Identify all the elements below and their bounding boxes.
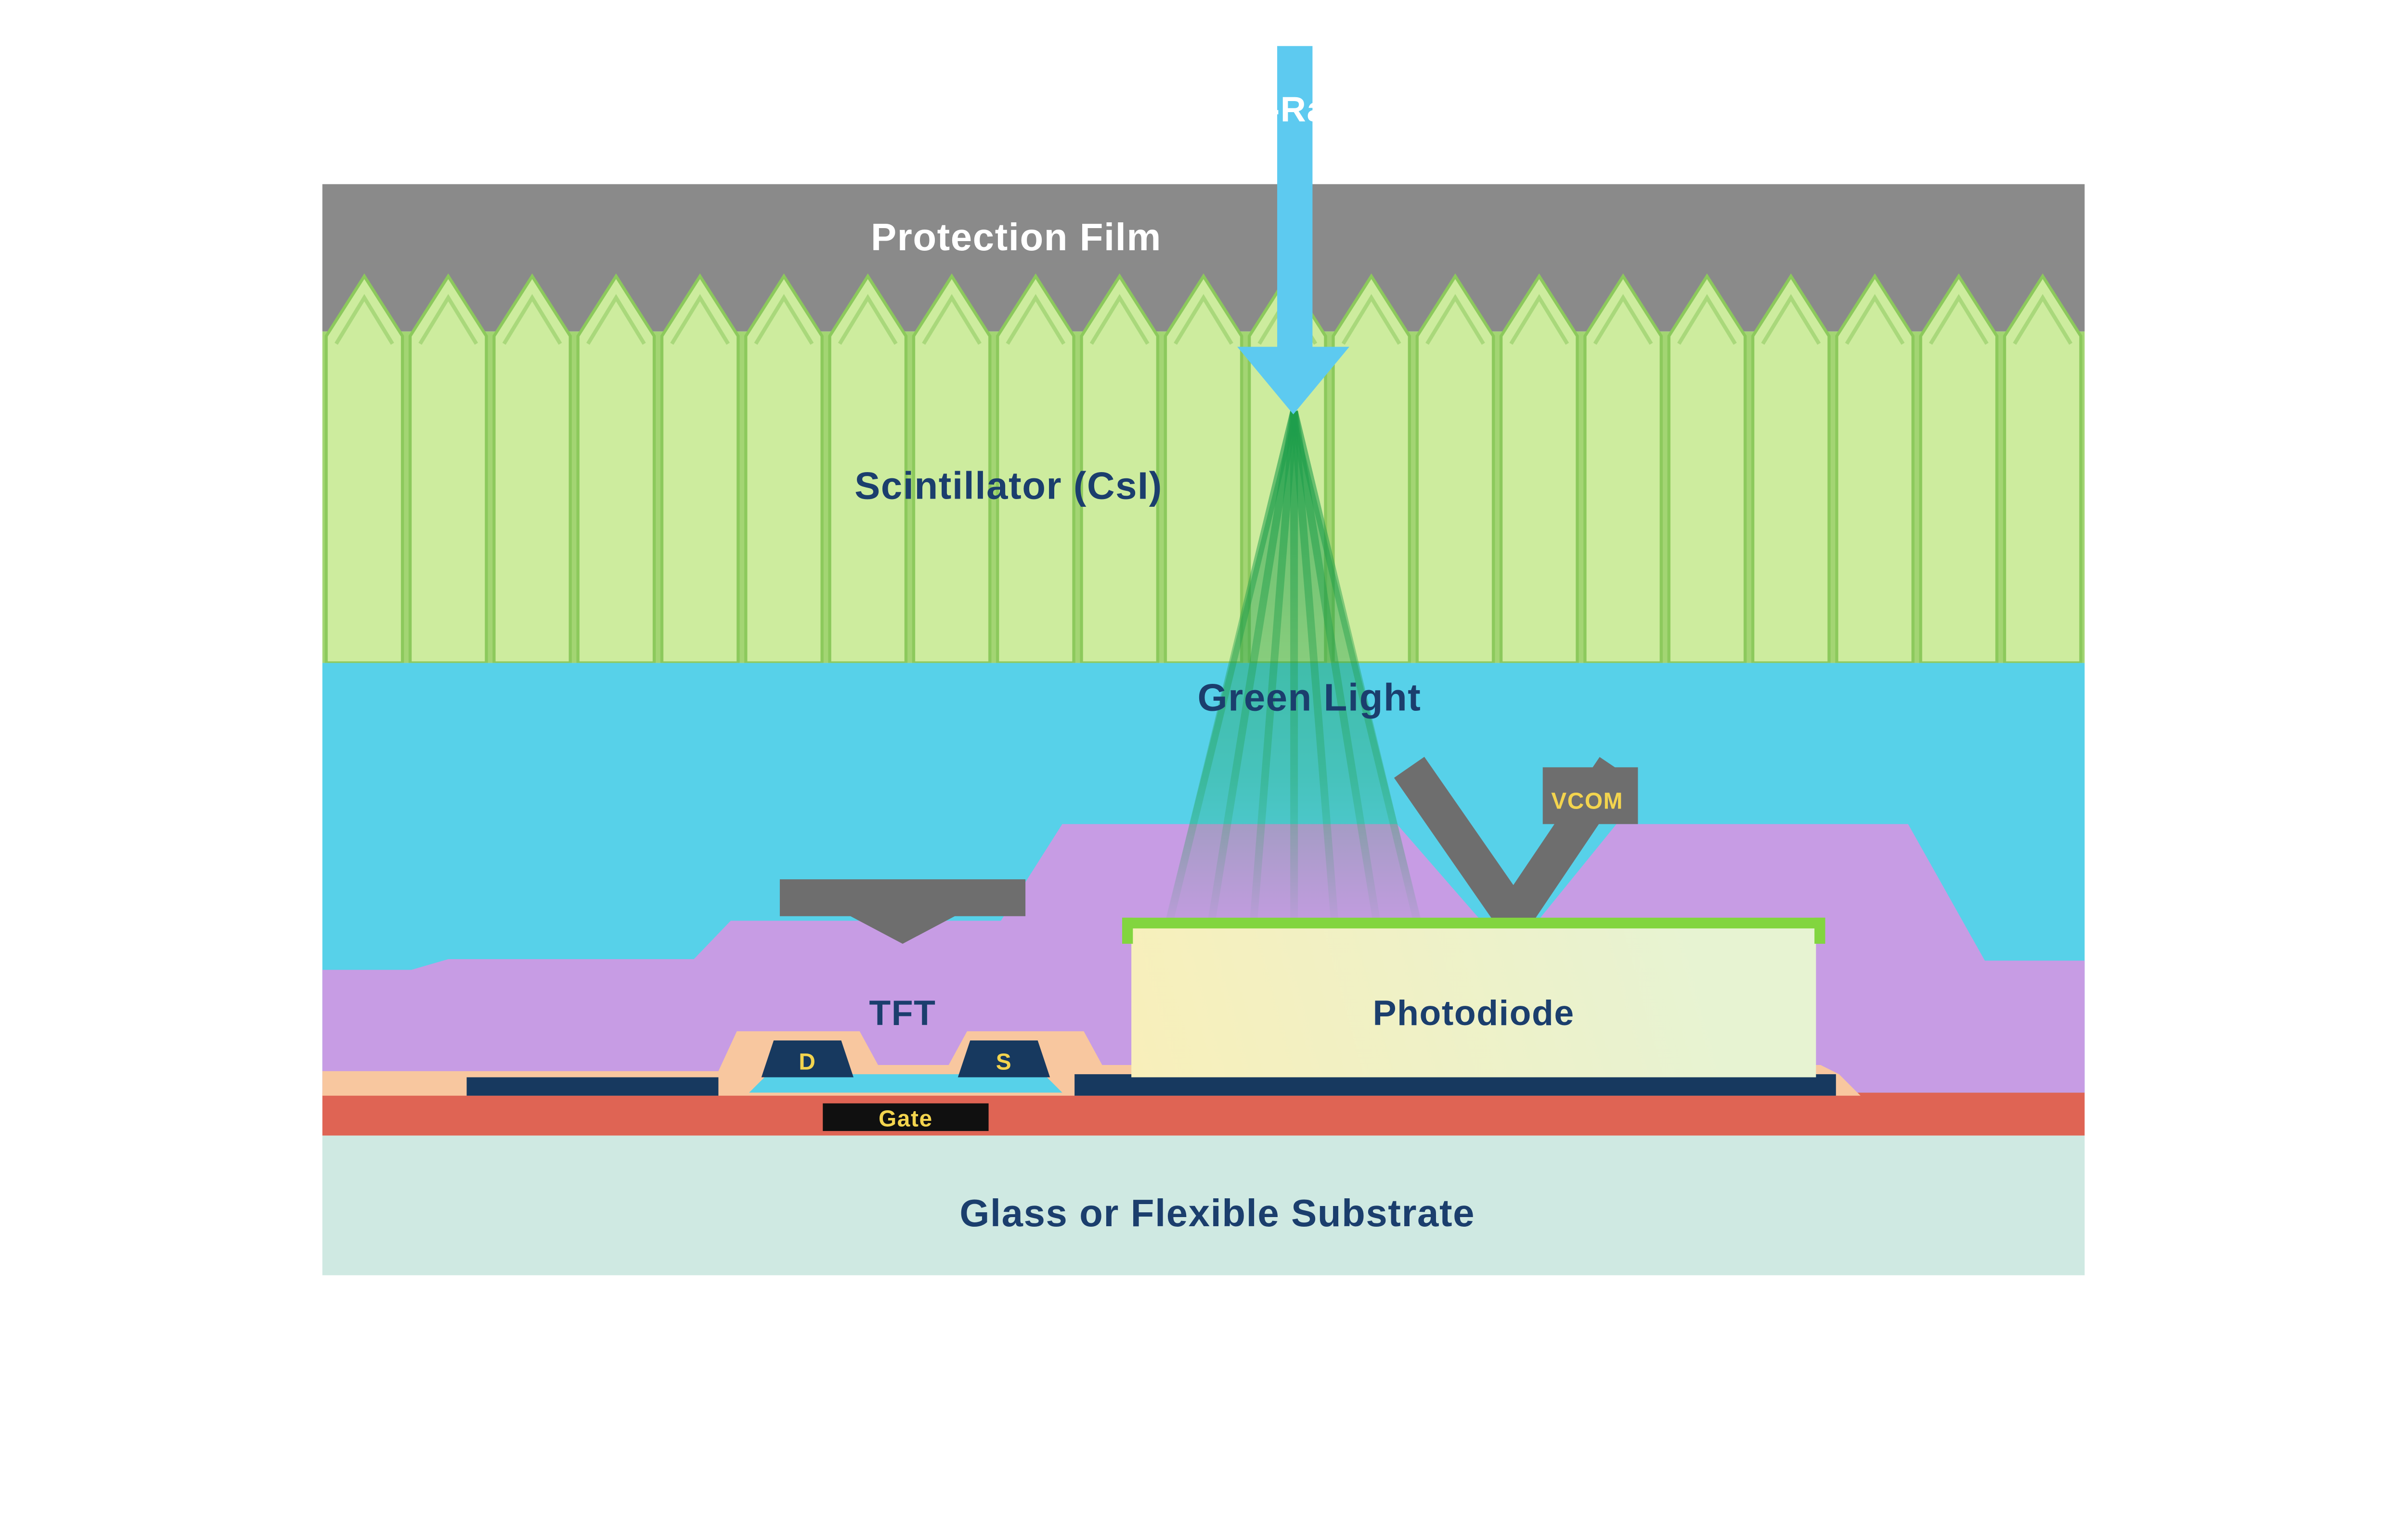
substrate-layer (322, 1135, 2085, 1275)
drain-label: D (799, 1050, 816, 1075)
photodiode-label: Photodiode (1373, 993, 1575, 1033)
gate-line-block (779, 879, 1026, 944)
tft-channel (749, 1074, 1062, 1093)
photodiode-body (1131, 924, 1816, 1078)
tft-label: TFT (869, 993, 936, 1033)
green-light-label: Green Light (1198, 676, 1422, 719)
protection-film-label: Protection Film (871, 216, 1162, 258)
xray-detector-diagram: X-Ray Protection Film Scintillator (CsI)… (322, 46, 2085, 1275)
scintillator-layer (322, 264, 2085, 663)
xray-label: X-Ray (1243, 90, 1347, 129)
detector-cross-section-svg: X-Ray Protection Film Scintillator (CsI)… (322, 46, 2085, 1275)
vcom-cap (1542, 767, 1638, 824)
green-light-rays (1163, 410, 1424, 934)
scintillator-label: Scintillator (CsI) (854, 464, 1163, 507)
xray-arrow (1237, 46, 1349, 414)
vcom-label: VCOM (1551, 788, 1623, 814)
gate-electrode (823, 1103, 989, 1131)
gate-metal-red-layer (322, 1092, 2085, 1136)
substrate-label: Glass or Flexible Substrate (959, 1192, 1475, 1234)
photodiode-bottom-electrode (1074, 1074, 1836, 1096)
photodiode-top-contact (1122, 917, 1825, 944)
drain-electrode (761, 1040, 854, 1078)
source-label: S (996, 1050, 1012, 1075)
source-electrode (958, 1040, 1050, 1078)
left-metal-line (466, 1077, 719, 1096)
gate-label: Gate (879, 1106, 933, 1132)
